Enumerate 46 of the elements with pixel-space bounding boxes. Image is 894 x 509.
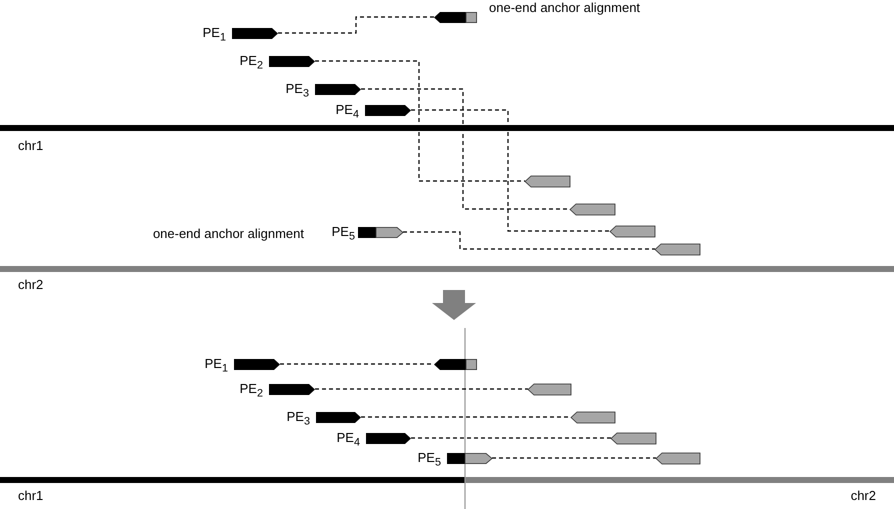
read-segment bbox=[611, 432, 656, 444]
read-segment bbox=[655, 244, 700, 254]
read-label: one-end anchor alignment bbox=[489, 0, 640, 16]
read-segment bbox=[571, 412, 615, 422]
connector-line bbox=[361, 416, 571, 418]
connector-line bbox=[280, 363, 434, 365]
read-label: PE$_{5}$ bbox=[332, 224, 355, 245]
read-segment bbox=[434, 12, 477, 22]
read-segment bbox=[447, 452, 492, 464]
read-segment bbox=[570, 204, 615, 214]
read-segment bbox=[269, 384, 315, 394]
read-segment bbox=[434, 358, 477, 370]
read-label: PE$_{2}$ bbox=[240, 53, 263, 74]
read-segment bbox=[269, 56, 315, 66]
read-segment bbox=[365, 104, 411, 116]
read-label: PE$_{3}$ bbox=[286, 409, 310, 430]
connector-line bbox=[411, 109, 610, 232]
read-segment bbox=[525, 176, 570, 186]
connector-line bbox=[315, 60, 525, 182]
read-label: PE$_{1}$ bbox=[202, 25, 226, 46]
read-label: one-end anchor alignment bbox=[152, 226, 304, 242]
read-segment bbox=[232, 28, 278, 38]
read-segment bbox=[528, 384, 571, 394]
read-segment bbox=[358, 226, 403, 238]
read-label: PE$_{2}$ bbox=[240, 381, 263, 402]
read-label: PE$_{4}$ bbox=[336, 430, 360, 451]
chromosome-label: chr2 bbox=[850, 488, 876, 504]
read-label: PE$_{1}$ bbox=[204, 356, 228, 377]
read-segment bbox=[316, 412, 361, 422]
connector-line bbox=[403, 231, 655, 250]
connector-line bbox=[361, 88, 570, 210]
read-label: PE$_{4}$ bbox=[336, 102, 359, 123]
read-label: PE$_{5}$ bbox=[418, 450, 441, 471]
read-segment bbox=[366, 432, 411, 444]
read-segment bbox=[315, 84, 361, 94]
read-segment bbox=[234, 358, 280, 370]
chromosome-label: chr2 bbox=[18, 277, 44, 293]
chromosome-label: chr1 bbox=[18, 138, 44, 154]
read-label: PE$_{3}$ bbox=[286, 81, 309, 102]
read-segment bbox=[610, 226, 655, 236]
connector-line bbox=[411, 437, 611, 439]
chromosome-label: chr1 bbox=[18, 488, 44, 504]
connector-line bbox=[278, 16, 434, 34]
read-segment bbox=[656, 452, 700, 464]
connector-line bbox=[315, 388, 528, 390]
connector-line bbox=[492, 457, 656, 459]
